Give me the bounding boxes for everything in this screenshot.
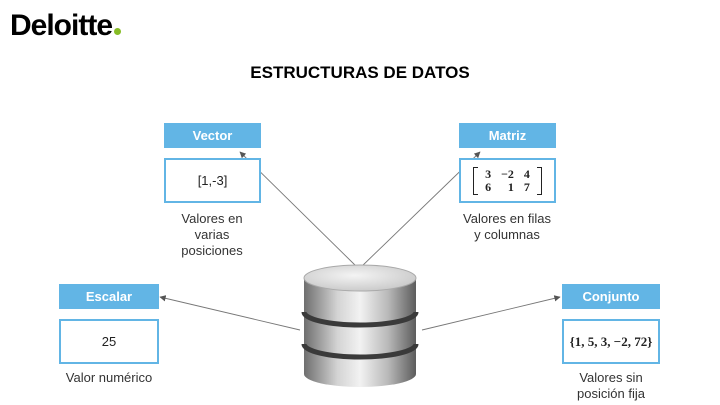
matriz-value-box: 3 −2 4 6 1 7 bbox=[459, 158, 556, 203]
matriz-description-line: y columnas bbox=[474, 227, 540, 242]
escalar-description: Valor numérico bbox=[49, 370, 169, 386]
page-title: ESTRUCTURAS DE DATOS bbox=[250, 63, 470, 82]
vector-description: Valores en varias posiciones bbox=[152, 211, 272, 259]
vector-value: [1,-3] bbox=[197, 173, 228, 188]
matrix-cell: 6 bbox=[485, 179, 492, 194]
conjunto-value-box: {1, 5, 3, −2, 72} bbox=[562, 319, 660, 364]
arrow-to-conjunto bbox=[421, 295, 561, 331]
database-icon bbox=[301, 264, 419, 387]
matrix-right-bracket bbox=[536, 166, 542, 195]
logo-text: Deloitte bbox=[10, 9, 113, 42]
matrix-left-bracket bbox=[473, 166, 479, 195]
deloitte-logo: Deloitte bbox=[10, 8, 122, 44]
logo-green-dot bbox=[114, 28, 122, 35]
matrix-cell: 3 bbox=[485, 166, 492, 181]
escalar-value-box: 25 bbox=[59, 319, 159, 364]
matriz-description: Valores en filas y columnas bbox=[447, 211, 567, 243]
vector-header: Vector bbox=[164, 123, 261, 148]
vector-value-box: [1,-3] bbox=[164, 158, 261, 203]
matriz-description-line: Valores en filas bbox=[463, 211, 551, 226]
matrix-cell: 4 bbox=[523, 166, 530, 181]
conjunto-header: Conjunto bbox=[562, 284, 660, 309]
vector-description-line: posiciones bbox=[181, 243, 243, 258]
matriz-header: Matriz bbox=[459, 123, 556, 148]
conjunto-description: Valores sin posición fija bbox=[551, 370, 671, 402]
vector-description-line: Valores en bbox=[181, 211, 243, 226]
vector-description-line: varias bbox=[194, 227, 230, 242]
conjunto-description-line: posición fija bbox=[577, 386, 645, 401]
matrix-cell: −2 bbox=[501, 166, 514, 181]
matrix: 3 −2 4 6 1 7 bbox=[473, 166, 542, 195]
escalar-description-line: Valor numérico bbox=[65, 370, 153, 385]
matrix-row: 3 −2 4 bbox=[480, 166, 535, 181]
matrix-cell: 1 bbox=[507, 179, 514, 194]
conjunto-value: {1, 5, 3, −2, 72} bbox=[569, 333, 653, 349]
matrix-table: 3 −2 4 6 1 7 bbox=[480, 166, 535, 194]
arrow-to-escalar bbox=[159, 295, 301, 331]
escalar-header: Escalar bbox=[59, 284, 159, 309]
conjunto-description-line: Valores sin bbox=[579, 370, 643, 385]
escalar-value: 25 bbox=[101, 334, 117, 349]
matrix-cell: 7 bbox=[523, 179, 530, 194]
matrix-row: 6 1 7 bbox=[480, 179, 535, 194]
